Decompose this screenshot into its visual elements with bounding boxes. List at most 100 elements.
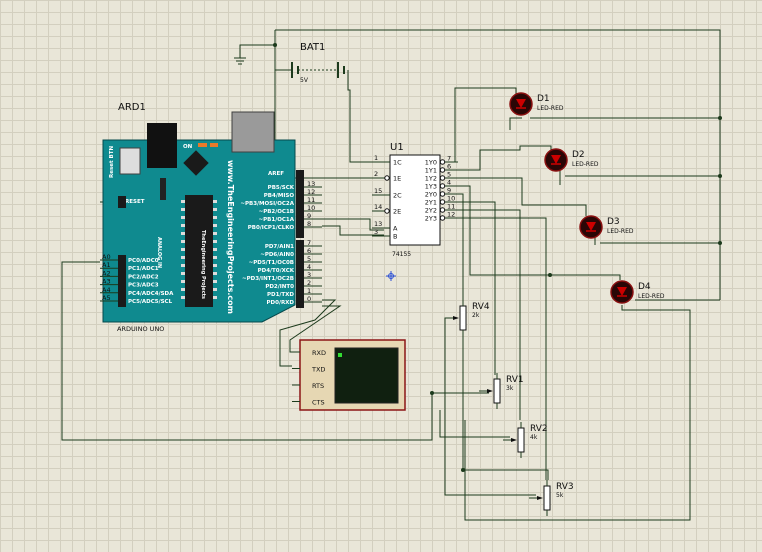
decoder-pin-name: 1C — [393, 159, 402, 167]
digital-pin-number: 6 — [307, 247, 311, 255]
terminal-pin-txd[interactable]: TXD — [292, 366, 325, 374]
analog-pin-name: PC5/ADC5/SCL — [128, 299, 173, 305]
decoder-pin-number: 5 — [447, 171, 451, 179]
analog-pin-name: PC4/ADC4/SDA — [128, 291, 174, 297]
digital-pin-number: 10 — [307, 204, 315, 212]
analog-pin-name: PC3/ADC3 — [128, 283, 159, 289]
decoder-ic[interactable]: U1 74155 — [389, 142, 441, 258]
digital-pin-number: 1 — [307, 287, 311, 295]
led-ref: D1 — [537, 94, 550, 104]
digital-pin-3[interactable]: 3 ~PD3/INT1/OC2B — [242, 271, 322, 282]
digital-pin-name: PD4/T0/XCK — [258, 268, 295, 274]
digital-pin-number: 8 — [307, 220, 311, 228]
digital-pin-name: PD1/TXD — [267, 292, 294, 298]
arduino-model: ARDUINO UNO — [117, 325, 164, 333]
aref-label: AREF — [268, 171, 284, 177]
decoder-pin-name: 1Y0 — [425, 159, 437, 167]
website-label: www.TheEngineeringProjects.com — [226, 160, 235, 314]
digital-pin-name: ~PD3/INT1/OC2B — [242, 276, 294, 282]
terminal-pin-rts[interactable]: RTS — [292, 382, 324, 390]
decoder-pin-b[interactable]: 3B — [372, 228, 397, 241]
ground-symbol — [234, 57, 246, 65]
decoder-pin-a[interactable]: 13A — [372, 220, 398, 233]
led-type: LED-RED — [607, 228, 634, 235]
decoder-pin-name: A — [393, 225, 398, 233]
digital-pin-10[interactable]: 10~PB2/OC1B — [259, 204, 322, 215]
digital-pin-number: 5 — [307, 255, 311, 263]
digital-pin-11[interactable]: 11~PB3/MOSI/OC2A — [240, 196, 322, 207]
decoder-ref: U1 — [390, 142, 404, 153]
pot-value: 3k — [506, 385, 514, 392]
analog-pin-number: A2 — [102, 269, 111, 277]
header-digital-bottom — [296, 240, 304, 308]
digital-pin-6[interactable]: 6~PD6/AIN0 — [260, 247, 322, 258]
decoder-pin-name: 1Y3 — [425, 183, 437, 191]
terminal-pin-cts[interactable]: CTS — [292, 399, 325, 407]
digital-pin-name: PB0/ICP1/CLKO — [248, 225, 295, 231]
digital-pin-number: 3 — [307, 271, 311, 279]
decoder-pin-name: 1E — [393, 175, 401, 183]
battery[interactable]: BAT1 5V — [291, 42, 345, 84]
decoder-pin-number: 13 — [374, 220, 382, 228]
decoder-pin-1e[interactable]: 21E — [372, 170, 401, 183]
pot-ref: RV4 — [472, 302, 490, 312]
digital-pin-name: PD0/RXD — [267, 300, 295, 306]
decoder-pin-number: 11 — [447, 203, 455, 211]
terminal-pin-label: RTS — [312, 382, 324, 390]
terminal-pin-label: CTS — [312, 399, 325, 407]
header-digital-top — [296, 170, 304, 238]
decoder-pin-1y0[interactable]: 7 1Y0 — [425, 155, 458, 167]
pot-ref: RV2 — [530, 424, 548, 434]
decoder-pin-1c[interactable]: 11C — [372, 154, 402, 167]
arduino-board[interactable]: ARD1 Reset BTN ON RESET TheEn — [102, 102, 296, 333]
terminal-pin-rxd[interactable]: RXD — [292, 349, 326, 357]
virtual-terminal[interactable]: RXD TXD RTS CTS — [292, 339, 406, 411]
decoder-part: 74155 — [392, 251, 411, 258]
analog-pin-number: A4 — [102, 286, 111, 294]
decoder-pin-number: 12 — [447, 211, 455, 219]
decoder-pin-name: 1Y1 — [425, 167, 437, 175]
digital-pin-name: PD2/INT0 — [265, 284, 294, 290]
decoder-pin-number: 7 — [447, 155, 451, 163]
terminal-pin-label: TXD — [311, 366, 325, 374]
decoder-pin-number: 10 — [447, 195, 455, 203]
pot-value: 5k — [556, 492, 564, 499]
digital-pin-5[interactable]: 5~PD5/T1/OC0B — [249, 255, 322, 266]
analog-pin-name: PC0/ADC0 — [128, 258, 159, 264]
digital-pin-9[interactable]: 9~PB1/OC1A — [259, 212, 322, 223]
led-ref: D4 — [638, 282, 651, 292]
